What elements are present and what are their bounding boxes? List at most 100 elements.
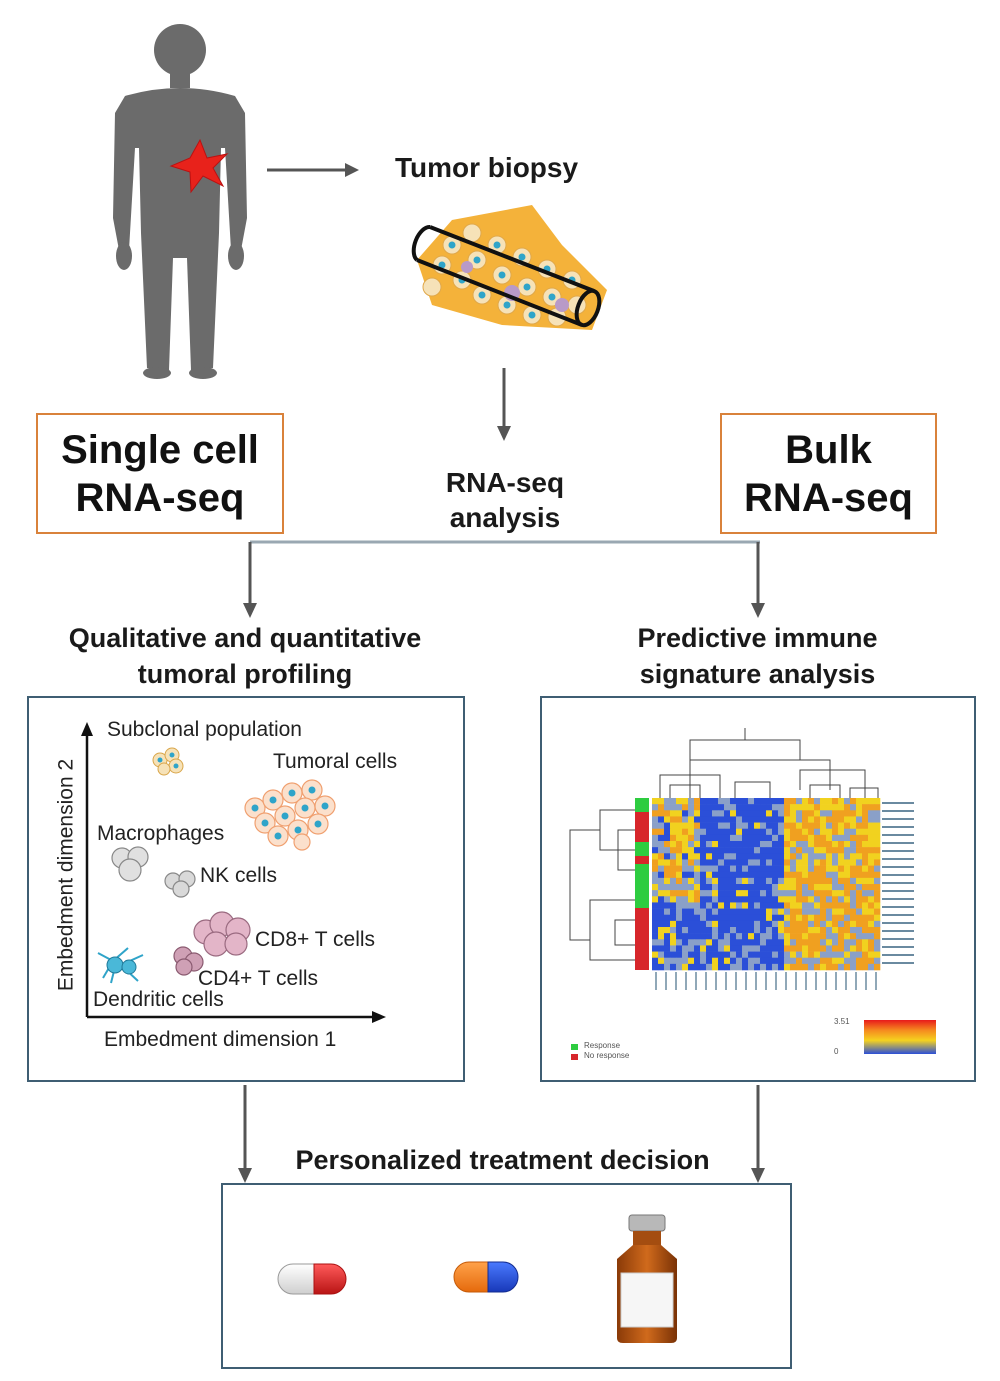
heatmap-cell bbox=[712, 804, 719, 811]
heatmap-cell bbox=[676, 822, 683, 830]
heatmap-cell bbox=[844, 834, 851, 842]
label-subclonal: Subclonal population bbox=[107, 718, 302, 741]
heatmap-cell bbox=[736, 933, 743, 940]
heatmap-cell bbox=[778, 871, 785, 879]
heatmap-cell bbox=[754, 914, 761, 922]
heatmap-cell bbox=[844, 816, 851, 823]
heatmap-cell bbox=[820, 927, 827, 934]
legend-response-swatch bbox=[571, 1044, 578, 1050]
heatmap-cell bbox=[730, 945, 737, 952]
heatmap-cell bbox=[688, 871, 695, 879]
heatmap-cell bbox=[706, 945, 713, 952]
heatmap-cell bbox=[700, 834, 707, 842]
heatmap-cell bbox=[670, 877, 677, 885]
heatmap-cell bbox=[658, 798, 665, 805]
heatmap-cell bbox=[850, 804, 857, 811]
heatmap-cell bbox=[760, 927, 767, 934]
heatmap-cell bbox=[664, 908, 671, 916]
heatmap-cell bbox=[736, 908, 743, 916]
heatmap-cell bbox=[694, 877, 701, 885]
heatmap-cell bbox=[844, 853, 851, 860]
heatmap-cell bbox=[688, 927, 695, 934]
heatmap-cell bbox=[700, 853, 707, 860]
heatmap-cell bbox=[664, 927, 671, 934]
heatmap-cell bbox=[700, 798, 707, 805]
heatmap-cell bbox=[724, 871, 731, 879]
heatmap-cell bbox=[688, 914, 695, 922]
heatmap-cell bbox=[844, 884, 851, 891]
heatmap-cell bbox=[850, 884, 857, 891]
heatmap-cell bbox=[676, 963, 683, 971]
heatmap-cell bbox=[706, 804, 713, 811]
heatmap-cell bbox=[670, 902, 677, 909]
heatmap-cell bbox=[874, 859, 881, 866]
heatmap-cell bbox=[826, 834, 833, 842]
heatmap-cell bbox=[808, 834, 815, 842]
heatmap-cell bbox=[772, 896, 779, 903]
heatmap-cell bbox=[838, 810, 845, 817]
heatmap-cell bbox=[766, 927, 773, 934]
scale-max-label: 3.51 bbox=[834, 1017, 850, 1026]
heatmap-cell bbox=[682, 834, 689, 842]
heatmap-cell bbox=[748, 841, 755, 848]
heatmap-cell bbox=[700, 933, 707, 940]
heatmap-cell bbox=[874, 957, 881, 965]
heatmap-cell bbox=[766, 896, 773, 903]
heatmap-cell bbox=[694, 908, 701, 916]
heatmap-cell bbox=[814, 890, 821, 897]
heatmap-cell bbox=[760, 945, 767, 952]
heatmap-cell bbox=[742, 933, 749, 940]
heatmap-cell bbox=[802, 963, 809, 971]
heatmap-cell bbox=[712, 957, 719, 965]
heatmap-cell bbox=[760, 939, 767, 946]
legend-response-text: Response bbox=[584, 1041, 621, 1050]
heatmap-cell bbox=[748, 933, 755, 940]
dendritic-cells-icon bbox=[97, 947, 144, 984]
heatmap-cell bbox=[850, 798, 857, 805]
heatmap-cell bbox=[682, 828, 689, 836]
heatmap-cell bbox=[826, 884, 833, 891]
heatmap-cell bbox=[838, 914, 845, 922]
heatmap-cell bbox=[778, 828, 785, 836]
heatmap-cell bbox=[766, 804, 773, 811]
heatmap-cell bbox=[796, 810, 803, 817]
heatmap-cell bbox=[838, 920, 845, 928]
heatmap-cell bbox=[724, 822, 731, 830]
heatmap-cell bbox=[682, 865, 689, 873]
heatmap-cell bbox=[808, 828, 815, 836]
heatmap-cell bbox=[778, 816, 785, 823]
heatmap-cell bbox=[742, 927, 749, 934]
heatmap-cell bbox=[790, 920, 797, 928]
heatmap-cell bbox=[802, 841, 809, 848]
heatmap-cell bbox=[808, 890, 815, 897]
heatmap-cell bbox=[802, 804, 809, 811]
heatmap-cell bbox=[688, 902, 695, 909]
heatmap-cell bbox=[856, 914, 863, 922]
heatmap-cell bbox=[664, 920, 671, 928]
heatmap-cell bbox=[682, 841, 689, 848]
heatmap-cell bbox=[808, 957, 815, 965]
heatmap-cell bbox=[802, 853, 809, 860]
heatmap-cell bbox=[796, 877, 803, 885]
heatmap-cell bbox=[676, 951, 683, 959]
heatmap-cell bbox=[766, 810, 773, 817]
heatmap-cell bbox=[874, 822, 881, 830]
heatmap-cell bbox=[706, 865, 713, 873]
heatmap-cell bbox=[778, 865, 785, 873]
heatmap-cell bbox=[784, 890, 791, 897]
heatmap-cell bbox=[670, 828, 677, 836]
heatmap-cell bbox=[700, 896, 707, 903]
heatmap-cell bbox=[676, 853, 683, 860]
heatmap-cell bbox=[706, 902, 713, 909]
heatmap-cell bbox=[778, 951, 785, 959]
heatmap-cell bbox=[874, 816, 881, 823]
heatmap-cell bbox=[826, 908, 833, 916]
heatmap-cell bbox=[862, 865, 869, 873]
heatmap-cell bbox=[652, 804, 659, 811]
heatmap-cell bbox=[706, 853, 713, 860]
heatmap-cell bbox=[754, 920, 761, 928]
heatmap-cell bbox=[856, 884, 863, 891]
heatmap-cell bbox=[670, 834, 677, 842]
heatmap-cell bbox=[850, 933, 857, 940]
heatmap-cell bbox=[772, 957, 779, 965]
